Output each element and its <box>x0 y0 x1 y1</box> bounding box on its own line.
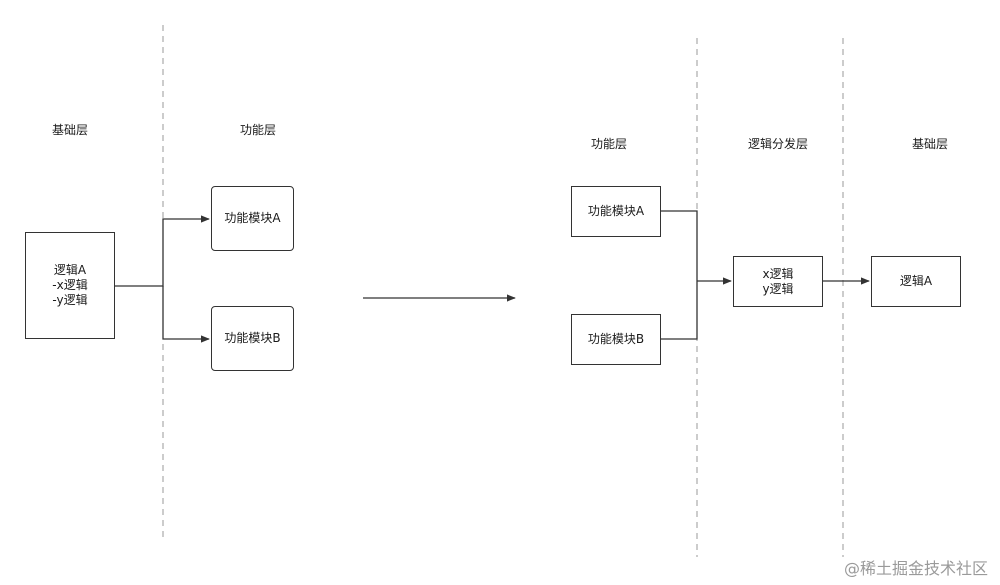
dispatch-box-line2: y逻辑 <box>762 281 794 296</box>
logic-a-box-line2: -x逻辑 <box>52 278 88 292</box>
watermark: @稀土掘金技术社区 <box>843 559 988 578</box>
dispatch-box: x逻辑 y逻辑 <box>733 256 823 307</box>
right-logic-a-box: 逻辑A <box>871 256 961 307</box>
right-module-a-box: 功能模块A <box>571 186 661 237</box>
left-function-layer-label: 功能层 <box>239 123 277 137</box>
right-logic-a-label: 逻辑A <box>899 274 933 288</box>
connector-logic-to-module-a <box>115 215 210 287</box>
left-module-b-box: 功能模块B <box>211 306 294 371</box>
connector-module-a-to-dispatch <box>661 210 698 281</box>
connector-module-b-to-dispatch <box>661 281 698 340</box>
connector-logic-to-module-b <box>162 286 210 343</box>
logic-a-box: 逻辑A -x逻辑 -y逻辑 <box>25 232 115 339</box>
logic-a-box-line3: -y逻辑 <box>52 293 88 307</box>
logic-a-box-line1: 逻辑A <box>53 263 87 277</box>
left-module-a-label: 功能模块A <box>224 211 281 225</box>
right-function-layer-label: 功能层 <box>590 137 628 151</box>
right-base-layer-label: 基础层 <box>911 137 949 151</box>
right-module-a-label: 功能模块A <box>587 204 645 218</box>
right-dispatch-layer-label: 逻辑分发层 <box>747 137 809 151</box>
left-base-layer-label: 基础层 <box>51 123 89 137</box>
dispatch-box-line1: x逻辑 <box>762 266 794 281</box>
right-module-b-box: 功能模块B <box>571 314 661 365</box>
right-module-b-label: 功能模块B <box>587 332 645 346</box>
left-module-a-box: 功能模块A <box>211 186 294 251</box>
left-module-b-label: 功能模块B <box>224 331 281 345</box>
